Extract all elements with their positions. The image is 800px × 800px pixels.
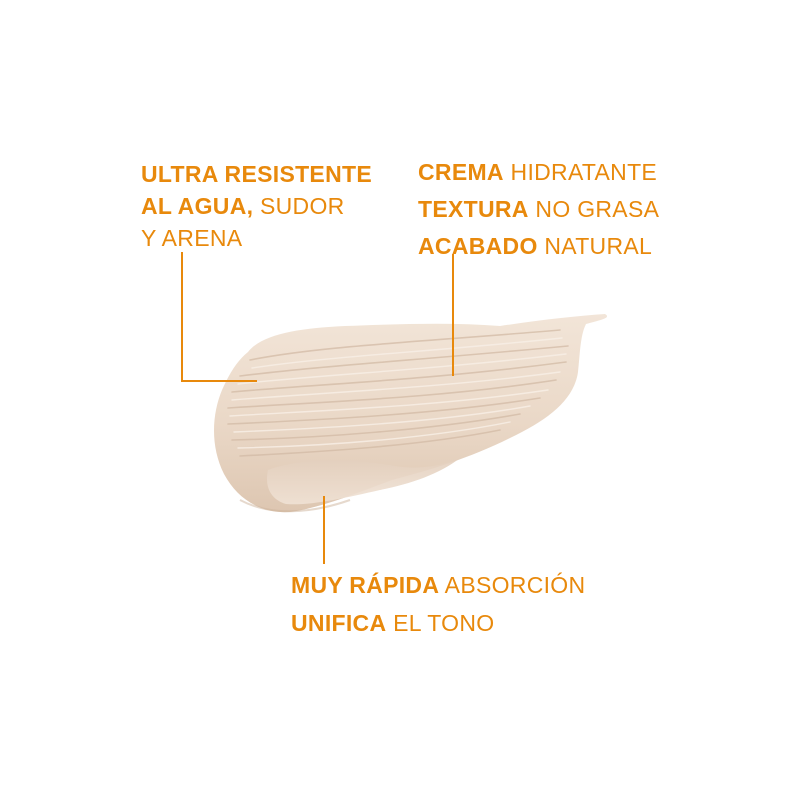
callout-water-regular-2: SUDOR bbox=[253, 193, 345, 219]
callout-absorption: MUY RÁPIDA ABSORCIÓN UNIFICA EL TONO bbox=[291, 566, 585, 642]
callout-texture-regular-1: HIDRATANTE bbox=[503, 159, 658, 185]
callout-texture-bold-1: CREMA bbox=[418, 159, 504, 185]
callout-texture-regular-3: NATURAL bbox=[537, 233, 653, 259]
callout-absorb-line-1: MUY RÁPIDA ABSORCIÓN bbox=[291, 566, 585, 604]
callout-water-line-2: AL AGUA, SUDOR bbox=[141, 190, 372, 222]
callout-absorb-line-2: UNIFICA EL TONO bbox=[291, 604, 585, 642]
callout-absorb-bold-1: MUY RÁPIDA bbox=[291, 572, 440, 598]
callout-texture: CREMA HIDRATANTE TEXTURA NO GRASA ACABAD… bbox=[418, 154, 659, 265]
callout-texture-line-1: CREMA HIDRATANTE bbox=[418, 154, 659, 191]
leader-line-texture bbox=[452, 254, 454, 376]
callout-texture-regular-2: NO GRASA bbox=[528, 196, 660, 222]
leader-line-absorb bbox=[323, 496, 325, 564]
callout-absorb-bold-2: UNIFICA bbox=[291, 610, 387, 636]
callout-water-resistance: ULTRA RESISTENTE AL AGUA, SUDOR Y ARENA bbox=[141, 158, 372, 254]
callout-water-bold-2: AL AGUA, bbox=[141, 193, 254, 219]
callout-water-bold-1: ULTRA RESISTENTE bbox=[141, 161, 372, 187]
callout-water-regular-3: Y ARENA bbox=[141, 225, 243, 251]
callout-water-line-1: ULTRA RESISTENTE bbox=[141, 158, 372, 190]
callout-water-line-3: Y ARENA bbox=[141, 222, 372, 254]
leader-line-water-vertical bbox=[181, 252, 183, 382]
callout-texture-line-2: TEXTURA NO GRASA bbox=[418, 191, 659, 228]
callout-texture-bold-2: TEXTURA bbox=[418, 196, 529, 222]
leader-line-water-horizontal bbox=[181, 380, 257, 382]
callout-absorb-regular-1: ABSORCIÓN bbox=[439, 572, 586, 598]
callout-absorb-regular-2: EL TONO bbox=[386, 610, 495, 636]
callout-texture-bold-3: ACABADO bbox=[418, 233, 538, 259]
callout-texture-line-3: ACABADO NATURAL bbox=[418, 228, 659, 265]
